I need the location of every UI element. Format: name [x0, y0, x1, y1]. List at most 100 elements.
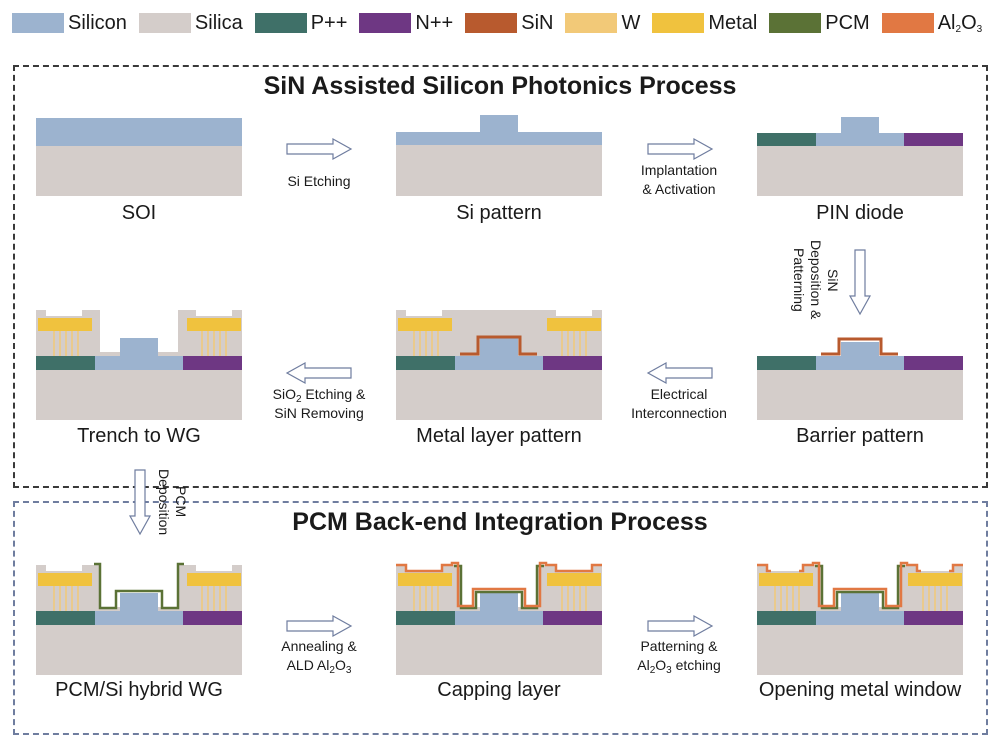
arrow-right-icon — [286, 137, 353, 161]
metal-pad-right — [547, 318, 601, 331]
layer-p-plus — [36, 356, 95, 370]
layer-silicon-rib — [841, 593, 879, 611]
layer-silicon-rib — [841, 117, 879, 133]
layer-p-plus — [36, 611, 95, 625]
w-vias-left — [53, 331, 79, 356]
layer-silicon-slab — [816, 611, 904, 625]
layer-silicon-slab — [816, 133, 904, 146]
legend-item-pcm: PCM — [769, 12, 873, 35]
diagram-capping-layer — [396, 561, 602, 675]
legend-swatch-n-plus — [359, 13, 412, 33]
section-box-sin-assisted — [13, 65, 988, 488]
legend-swatch-al2o3 — [881, 13, 934, 33]
w-vias-right — [922, 586, 948, 611]
legend-item-p-plus: P++ — [254, 11, 352, 35]
legend-swatch-sin — [465, 13, 518, 33]
layer-silicon-slab — [95, 611, 183, 625]
arrow-down-icon — [128, 469, 152, 536]
layer-n-plus — [183, 611, 242, 625]
legend-label: P++ — [310, 11, 348, 34]
diagram-pcm-si-hybrid-wg — [36, 562, 242, 675]
section-title-top: SiN Assisted Silicon Photonics Process — [263, 72, 737, 100]
diagram-si-pattern — [396, 115, 602, 196]
layer-silicon-rib — [480, 593, 518, 611]
layer-silicon-slab — [816, 356, 904, 370]
metal-pad-left — [38, 573, 92, 586]
layer-silica — [757, 625, 963, 675]
layer-silicon-slab — [455, 356, 543, 370]
layer-pcm — [454, 564, 544, 610]
legend-label: N++ — [415, 11, 454, 34]
section-box-pcm-backend — [13, 501, 988, 735]
metal-pad-left — [398, 573, 452, 586]
legend-swatch-w — [565, 13, 618, 33]
layer-al2o3-center — [799, 561, 921, 608]
legend-label: Silica — [194, 11, 243, 34]
layer-silicon — [36, 118, 242, 146]
layer-n-plus — [543, 356, 602, 370]
layer-silicon-rib — [480, 115, 518, 132]
layer-p-plus — [757, 133, 816, 146]
w-vias-left — [413, 331, 439, 356]
w-vias-right — [201, 331, 227, 356]
step-label-si-etching: Si Etching — [287, 173, 351, 189]
step-label-annealing-ald: Annealing & ALD Al2O3 — [281, 638, 357, 676]
w-vias-right — [201, 586, 227, 611]
diagram-metal-layer-pattern — [396, 310, 602, 420]
layer-silica — [396, 625, 602, 675]
step-label-patterning-etching: Patterning & Al2O3 etching — [637, 638, 721, 676]
panel-label-opening-metal-window: Opening metal window — [758, 679, 962, 701]
arrow-down-icon — [848, 249, 872, 316]
legend-item-al2o3: Al2O3 — [881, 11, 986, 35]
layer-silica — [36, 370, 242, 420]
diagram-trench-to-wg — [36, 310, 242, 420]
w-vias-right — [561, 331, 587, 356]
layer-n-plus — [183, 356, 242, 370]
layer-silicon-rib — [120, 593, 158, 611]
panel-label-metal-layer-pattern: Metal layer pattern — [416, 425, 582, 447]
panel-label-pcm-si-hybrid-wg: PCM/Si hybrid WG — [55, 679, 223, 701]
metal-pad-right — [187, 318, 241, 331]
arrow-left-icon — [646, 361, 713, 385]
layer-silicon-rib — [120, 338, 158, 356]
layer-al2o3-left-edge — [757, 563, 771, 573]
legend-item-n-plus: N++ — [359, 12, 457, 35]
panel-label-barrier-pattern: Barrier pattern — [796, 425, 924, 447]
step-label-implantation: Implantation & Activation — [640, 162, 718, 197]
legend-label-al2o3: Al2O3 — [937, 11, 983, 35]
metal-pad-left — [759, 573, 813, 586]
legend-item-metal: Metal — [652, 12, 761, 35]
layer-sin-barrier — [460, 335, 537, 356]
panel-label-trench-to-wg: Trench to WG — [77, 425, 201, 447]
legend-item-w: W — [565, 12, 644, 35]
layer-silica — [36, 146, 242, 196]
layer-p-plus — [396, 356, 455, 370]
w-vias-left — [53, 586, 79, 611]
layer-p-plus — [757, 356, 816, 370]
legend-item-silicon: Silicon — [12, 12, 131, 35]
panel-label-capping-layer: Capping layer — [437, 679, 561, 701]
layer-silicon-rib — [841, 342, 879, 358]
legend-swatch-p-plus — [254, 13, 307, 33]
legend-label: PCM — [825, 11, 870, 34]
layer-pcm — [815, 564, 905, 610]
legend-item-sin: SiN — [465, 12, 557, 35]
w-vias-left — [774, 586, 800, 611]
legend-label: Metal — [708, 11, 758, 34]
layer-al2o3-capping — [396, 561, 602, 608]
metal-pad-right — [547, 573, 601, 586]
metal-pad-left — [38, 318, 92, 331]
arrow-right-icon — [647, 614, 714, 638]
layer-sin-barrier — [821, 337, 898, 356]
layer-n-plus — [904, 133, 963, 146]
legend-label: Silicon — [68, 11, 127, 34]
arrow-left-icon — [285, 361, 352, 385]
layer-p-plus — [757, 611, 816, 625]
section-title-bottom: PCM Back-end Integration Process — [292, 508, 708, 536]
step-label-sin-deposition: SiN Deposition & Patterning — [791, 240, 841, 320]
w-vias-left — [413, 586, 439, 611]
step-label-pcm-deposition: PCM Deposition — [156, 468, 189, 536]
layer-silica — [396, 145, 602, 196]
step-label-sio2-etching: SiO2 Etching & SiN Removing — [272, 386, 366, 421]
legend: Silicon Silica P++ N++ SiN W Metal PCM A… — [12, 10, 994, 36]
